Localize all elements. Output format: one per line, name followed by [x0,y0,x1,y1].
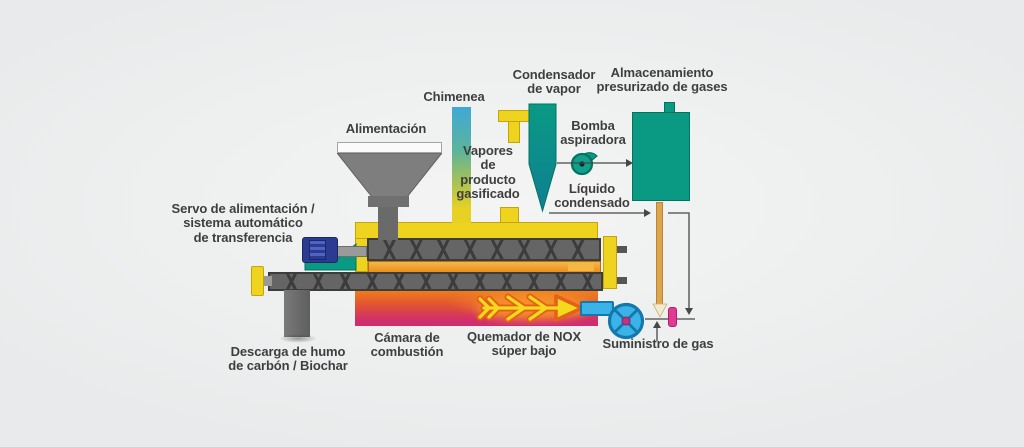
biochar-discharge-chute [284,290,310,337]
pressurized-gas-tank [632,112,690,201]
label-camara: Cámara de combustión [370,330,444,360]
right-end-flange [603,236,617,289]
left-shaft-stub [263,276,272,286]
condensate-pipe-arrowhead [652,303,668,318]
gas-valve [668,307,677,327]
lower-screw-conveyor [268,272,603,291]
label-bomba: Bomba aspiradora [560,118,626,148]
label-almacenamiento: Almacenamiento presurizado de gases [596,65,728,95]
flange-bolt-top [614,246,627,253]
feed-hopper-flange [368,196,409,207]
label-servo: Servo de alimentación / sistema automáti… [171,201,315,245]
label-quemador: Quemador de NOX súper bajo [466,329,582,359]
label-vapores: Vapores de producto gasificado [456,143,520,201]
upper-screw-conveyor [367,238,601,261]
heat-transfer-tube-coupling [568,263,594,271]
label-alimentacion: Alimentación [345,121,427,136]
vapor-condenser [528,103,557,213]
feed-hopper-funnel [337,153,442,197]
burner-flame-arrows-icon [476,293,588,323]
feed-servo-motor-body [309,240,326,260]
chute-shadow [279,334,317,343]
left-shaft-end-cap [251,266,264,296]
combustion-fan-icon [607,302,645,340]
label-liquido: Líquido condensado [554,181,630,211]
flange-bolt-bottom [614,277,627,284]
label-condensador: Condensador de vapor [512,67,596,97]
vapor-outlet-stub [500,207,519,223]
label-suministro: Suministro de gas [602,336,714,351]
label-chimenea: Chimenea [423,89,485,104]
label-descarga: Descarga de humo de carbón / Biochar [228,344,348,374]
feed-hopper-rim [337,142,442,153]
chimney-stack [452,107,471,223]
feed-hopper-stem [378,207,398,240]
vacuum-pump-icon [570,152,598,176]
